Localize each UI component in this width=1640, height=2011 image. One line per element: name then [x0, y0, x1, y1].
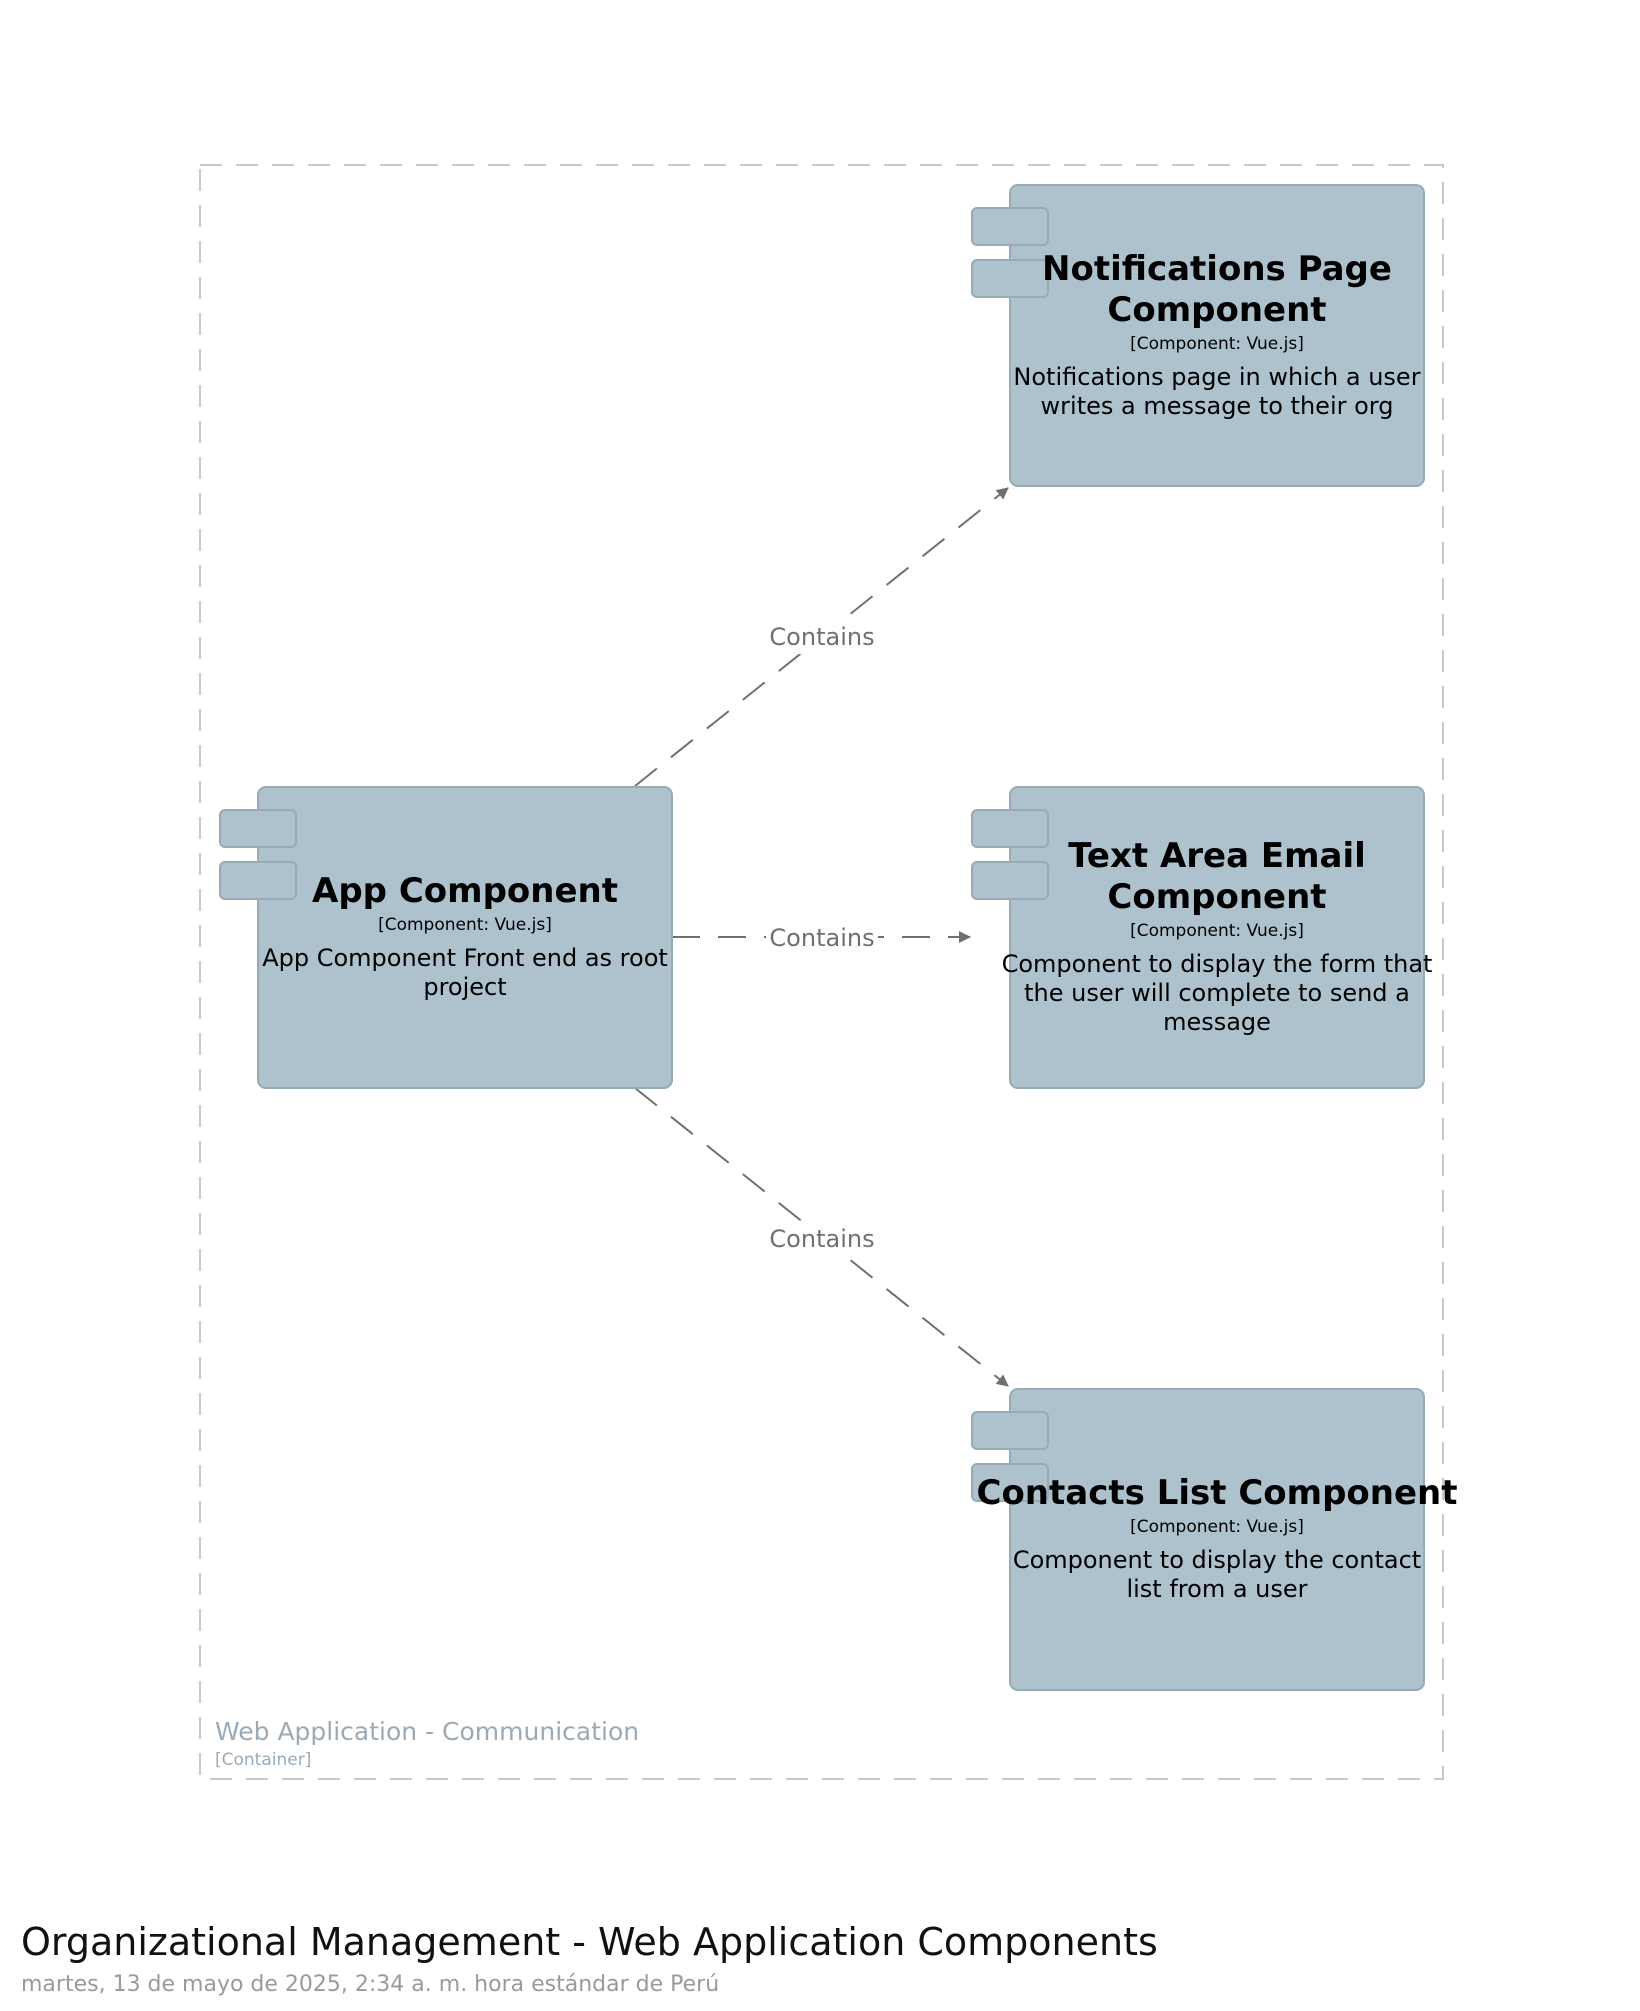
component-desc: writes a message to their org — [1041, 392, 1394, 420]
component-tab-icon — [971, 259, 1049, 298]
relation-app-textarea[interactable]: Contains — [672, 920, 971, 954]
component-title: Text Area Email — [1068, 836, 1366, 876]
component-desc: Notifications page in which a user — [1013, 363, 1420, 391]
relations: Contains Contains Contains — [634, 487, 1009, 1387]
relation-label-bg — [766, 1221, 878, 1255]
component-tab-icon — [971, 809, 1049, 848]
component-tab-icon — [219, 809, 297, 848]
relation-label: Contains — [769, 924, 874, 952]
component-desc: Component to display the form that — [1002, 950, 1433, 978]
component-desc: message — [1163, 1008, 1271, 1036]
component-title: Contacts List Component — [977, 1473, 1458, 1513]
component-title: Notifications Page — [1042, 249, 1392, 289]
component-tab-icon — [971, 207, 1049, 246]
relation-label: Contains — [769, 623, 874, 651]
boundary-title: Web Application - Communication — [215, 1717, 639, 1746]
relation-app-contacts[interactable]: Contains — [634, 1087, 1009, 1387]
component-desc: App Component Front end as root — [262, 944, 668, 972]
component-textarea[interactable]: Text Area Email Component [Component: Vu… — [971, 786, 1433, 1089]
component-box — [257, 786, 673, 1089]
component-title: Component — [1107, 877, 1326, 917]
component-tech: [Component: Vue.js] — [1130, 1517, 1304, 1537]
component-box — [1009, 786, 1425, 1089]
component-tab-icon — [971, 1463, 1049, 1502]
component-title: Component — [1107, 290, 1326, 330]
component-desc: project — [423, 973, 506, 1001]
component-contacts[interactable]: Contacts List Component [Component: Vue.… — [971, 1388, 1458, 1691]
component-box — [1009, 1388, 1425, 1691]
relation-label-bg — [766, 620, 878, 654]
component-app[interactable]: App Component [Component: Vue.js] App Co… — [219, 786, 673, 1089]
component-desc: Component to display the contact — [1013, 1546, 1421, 1574]
relation-app-notifications[interactable]: Contains — [634, 487, 1009, 787]
component-desc: list from a user — [1126, 1575, 1307, 1603]
component-tab-icon — [971, 1411, 1049, 1450]
boundary-type: [Container] — [215, 1750, 311, 1770]
component-tech: [Component: Vue.js] — [378, 915, 552, 935]
relation-label-bg — [766, 920, 878, 954]
components: App Component [Component: Vue.js] App Co… — [219, 184, 1458, 1691]
component-tech: [Component: Vue.js] — [1130, 334, 1304, 354]
component-tab-icon — [971, 861, 1049, 900]
diagram-title: Organizational Management - Web Applicat… — [21, 1920, 1158, 1964]
relation-label: Contains — [769, 1225, 874, 1253]
diagram-timestamp: martes, 13 de mayo de 2025, 2:34 a. m. h… — [21, 1972, 720, 1997]
component-box — [1009, 184, 1425, 487]
container-boundary[interactable]: Web Application - Communication [Contain… — [199, 164, 1444, 1780]
component-desc: the user will complete to send a — [1024, 979, 1410, 1007]
component-notifications[interactable]: Notifications Page Component [Component:… — [971, 184, 1425, 487]
component-title: App Component — [312, 871, 618, 911]
component-tab-icon — [219, 861, 297, 900]
component-tech: [Component: Vue.js] — [1130, 921, 1304, 941]
